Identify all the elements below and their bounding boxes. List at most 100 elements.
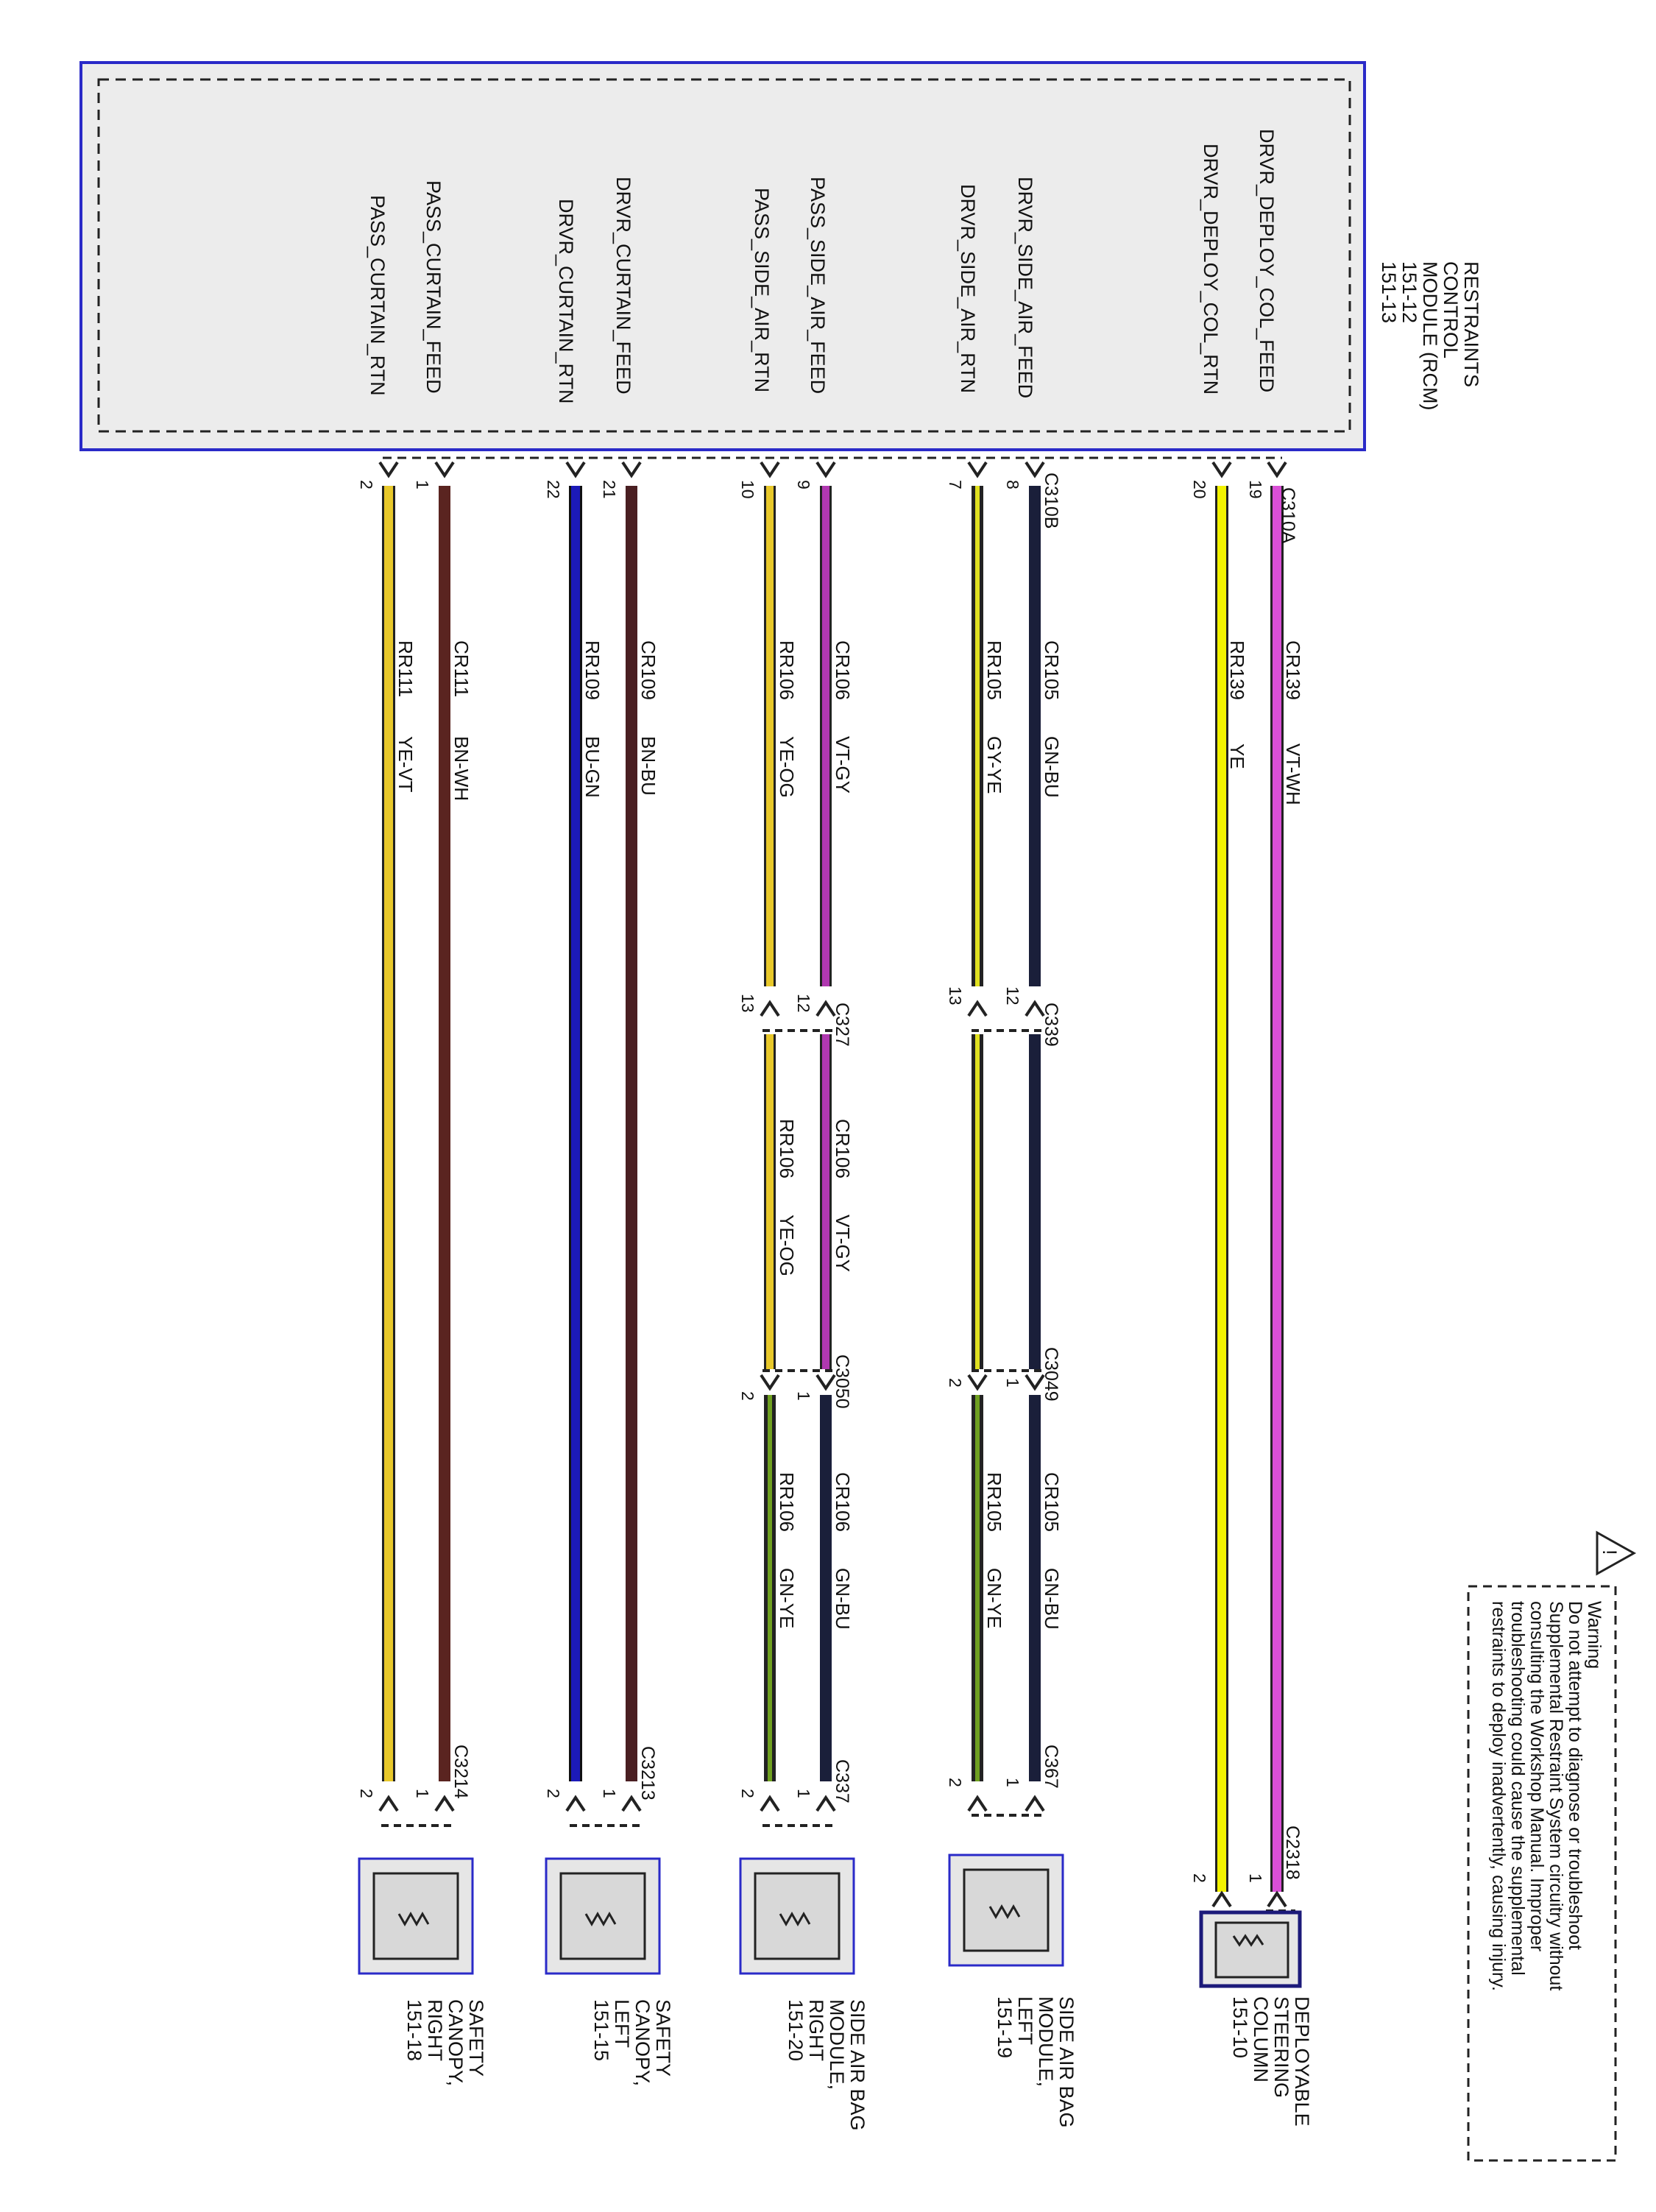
pin-number: 1 xyxy=(413,480,432,490)
circuit-label: DRVR_CURTAIN_RTN xyxy=(555,199,577,404)
connector-label-c2318: C2318 xyxy=(1282,1826,1303,1880)
pin-number: 1 xyxy=(1003,1778,1022,1787)
pin-number: 12 xyxy=(794,994,813,1013)
side-air-bag-left-component xyxy=(948,1854,1064,1967)
steering-column-component xyxy=(1199,1910,1302,1988)
pin-number: 13 xyxy=(738,994,757,1013)
wire-color-label: BU-GN xyxy=(581,736,604,798)
resistor-icon xyxy=(397,1911,430,1927)
circuit-label: PASS_CURTAIN_RTN xyxy=(367,195,389,396)
wire-circuit-label: RR105 xyxy=(983,1472,1005,1532)
connector-label-c310a: C310A xyxy=(1278,487,1298,544)
component-label-line: 151-20 xyxy=(785,1999,807,2061)
safety-canopy-right-component xyxy=(358,1857,474,1975)
c3049-c3050-terminals xyxy=(760,1369,1045,1391)
connector-label-c327: C327 xyxy=(832,1003,852,1047)
wire-circuit-label: RR105 xyxy=(983,640,1005,700)
pin-number: 22 xyxy=(544,480,563,499)
pin-number: 1 xyxy=(794,1789,813,1798)
wire-color-label: GY-YE xyxy=(983,736,1005,794)
rcm-module-inner-border xyxy=(97,78,1351,433)
pin-number: 1 xyxy=(413,1789,432,1798)
pin-number: 12 xyxy=(1003,986,1022,1006)
circuit-label: PASS_SIDE_AIR_FEED xyxy=(807,177,829,394)
wire-circuit-label: RR106 xyxy=(776,1119,798,1179)
resistor-icon xyxy=(988,1904,1021,1920)
resistor-icon xyxy=(1232,1934,1264,1947)
wire-circuit-label: RR106 xyxy=(776,1472,798,1532)
rcm-module-box xyxy=(79,61,1366,451)
rcm-title-line: 151-13 xyxy=(1378,261,1400,323)
c339-c327-terminals xyxy=(760,1000,1045,1032)
side-air-bag-right-label: SIDE AIR BAG MODULE, RIGHT 151-20 xyxy=(785,1999,868,2131)
component-label-line: 151-15 xyxy=(590,1999,612,2061)
wire-circuit-label: CR106 xyxy=(832,1472,854,1532)
squib-icon xyxy=(1214,1921,1289,1979)
pin-number: 2 xyxy=(738,1789,757,1798)
wire-color-label: YE-VT xyxy=(394,736,417,793)
warning-line: Warning xyxy=(1584,1601,1604,1669)
pin-number: 21 xyxy=(600,480,619,499)
wire-circuit-label: CR106 xyxy=(832,640,854,700)
safety-canopy-right-label: SAFETY CANOPY, RIGHT 151-18 xyxy=(403,1999,487,2086)
pin-number: 1 xyxy=(1246,1873,1265,1883)
pin-number: 9 xyxy=(794,480,813,490)
connector-label-c3213: C3213 xyxy=(637,1746,658,1801)
wire-circuit-label: CR139 xyxy=(1282,640,1304,700)
warning-line: troubleshooting could cause the suppleme… xyxy=(1507,1601,1528,1976)
resistor-icon xyxy=(584,1911,617,1927)
wire-circuit-label: CR105 xyxy=(1041,1472,1063,1532)
pin-number: 1 xyxy=(600,1789,619,1798)
pin-number: 10 xyxy=(738,480,757,499)
resistor-icon xyxy=(779,1911,811,1927)
pin-number: 1 xyxy=(1003,1378,1022,1388)
component-label-line: 151-19 xyxy=(994,1996,1016,2058)
wire-color-label: VT-GY xyxy=(832,736,854,794)
connector-label-c337: C337 xyxy=(832,1759,852,1803)
wire-circuit-label: RR109 xyxy=(581,640,604,700)
pin-number: 2 xyxy=(946,1778,965,1787)
wire-circuit-label: CR111 xyxy=(450,640,473,697)
connector-label-c367: C367 xyxy=(1041,1745,1061,1789)
warning-box xyxy=(1467,1585,1617,2162)
warning-text: Warning Do not attempt to diagnose or tr… xyxy=(1488,1601,1604,1991)
side-air-bag-right-component xyxy=(739,1857,855,1975)
pin-number: 20 xyxy=(1190,480,1209,499)
circuit-label: PASS_CURTAIN_FEED xyxy=(422,180,445,394)
circuit-label: DRVR_DEPLOY_COL_FEED xyxy=(1256,129,1278,392)
component-label-line: 151-10 xyxy=(1229,1996,1251,2058)
component-label-line: SAFETY xyxy=(652,1999,674,2077)
wire-circuit-label: RR139 xyxy=(1226,640,1248,700)
component-label-line: SIDE AIR BAG xyxy=(846,1999,868,2131)
squib-icon xyxy=(559,1872,646,1960)
circuit-label: DRVR_SIDE_AIR_RTN xyxy=(957,184,979,393)
component-label-line: CANOPY, xyxy=(445,1999,467,2086)
connector-label-c339: C339 xyxy=(1041,1003,1061,1047)
pin-number: 13 xyxy=(946,986,965,1006)
rcm-title-line: RESTRAINTS xyxy=(1460,261,1482,387)
pin-number: 1 xyxy=(794,1391,813,1401)
wire-color-label: GN-BU xyxy=(1041,1568,1063,1630)
component-label-line: LEFT xyxy=(611,1999,633,2048)
pin-number: 19 xyxy=(1246,480,1265,499)
component-label-line: LEFT xyxy=(1014,1996,1036,2045)
side-air-bag-left-label: SIDE AIR BAG MODULE, LEFT 151-19 xyxy=(994,1996,1078,2128)
rcm-terminal-arrows xyxy=(378,461,1287,478)
wire-circuit-label: CR109 xyxy=(637,640,659,700)
component-label-line: STEERING xyxy=(1270,1996,1292,2098)
warning-line: Do not attempt to diagnose or troublesho… xyxy=(1565,1601,1585,1950)
connector-label-c310b: C310B xyxy=(1041,473,1061,529)
wire-circuit-label: CR105 xyxy=(1041,640,1063,700)
component-label-line: CANOPY, xyxy=(631,1999,654,2086)
connector-label-c3214: C3214 xyxy=(450,1745,471,1799)
component-label-line: RIGHT xyxy=(805,1999,827,2061)
circuit-label: DRVR_DEPLOY_COL_RTN xyxy=(1200,144,1222,395)
wire-color-label: YE-OG xyxy=(776,1215,798,1276)
wire-color-label: YE-OG xyxy=(776,736,798,798)
connector-label-c3049: C3049 xyxy=(1041,1347,1061,1402)
rcm-title-line: CONTROL xyxy=(1440,261,1462,358)
circuit-label: DRVR_CURTAIN_FEED xyxy=(612,177,634,395)
wire-color-label: VT-GY xyxy=(832,1215,854,1272)
